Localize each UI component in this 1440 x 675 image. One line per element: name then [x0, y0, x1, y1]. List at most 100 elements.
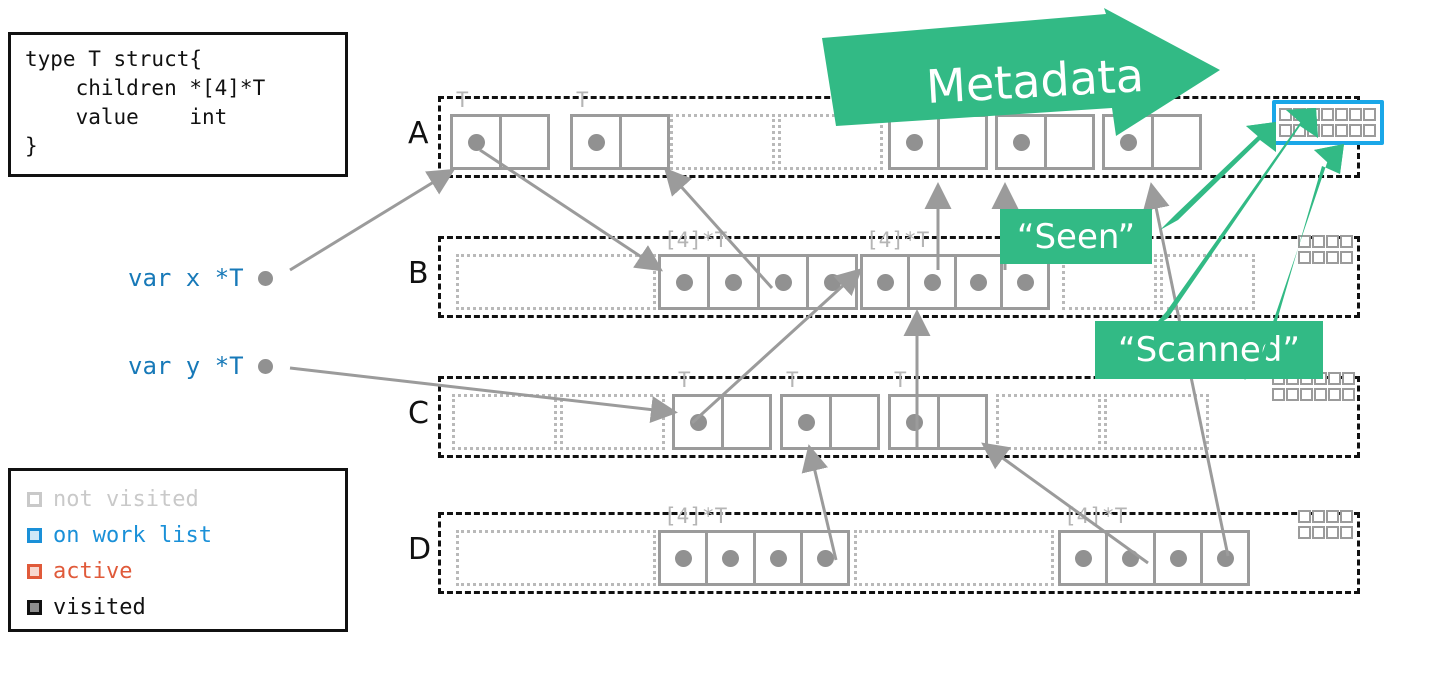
- metadata-grid-cell: [1298, 235, 1311, 248]
- legend-label: visited: [53, 594, 146, 620]
- pointer-dot: [1169, 550, 1187, 567]
- heap-cell: [563, 397, 662, 447]
- metadata-grid-cell: [1300, 388, 1313, 401]
- metadata-grid-row: [1279, 124, 1377, 137]
- heap-cell: [459, 257, 653, 307]
- heap-cell: [857, 533, 1051, 583]
- heap-cell: [760, 257, 809, 307]
- heap-cell: [1203, 533, 1247, 583]
- scanned-callout-label: “Scanned”: [1118, 330, 1300, 370]
- heap-object-type-label: T: [678, 368, 691, 392]
- metadata-grid-icon: [1298, 235, 1354, 264]
- heap-cell: [502, 117, 548, 167]
- struct-definition-code: type T struct{ children *[4]*T value int…: [25, 47, 266, 158]
- metadata-grid-cell: [1307, 108, 1320, 121]
- pointer-dot: [923, 274, 941, 291]
- pointer-dot: [1075, 550, 1093, 567]
- heap-cell: [891, 117, 940, 167]
- metadata-grid-cell: [1312, 235, 1325, 248]
- pointer-dot: [1216, 550, 1234, 567]
- row-label-b: B: [408, 256, 429, 291]
- metadata-callout-arrow: Metadata: [816, 8, 1226, 138]
- heap-cell: [832, 397, 878, 447]
- metadata-grid-cell: [1326, 235, 1339, 248]
- variable-x: var x *T: [128, 264, 273, 292]
- heap-cell: [1107, 397, 1206, 447]
- metadata-grid-cell: [1293, 124, 1306, 137]
- metadata-grid-cell: [1335, 124, 1348, 137]
- heap-cell: [1156, 533, 1203, 583]
- heap-cell: [455, 397, 554, 447]
- heap-cell: [957, 257, 1004, 307]
- seen-callout-label: “Seen”: [1016, 216, 1136, 257]
- metadata-grid-cell: [1272, 388, 1285, 401]
- metadata-grid-cell: [1340, 526, 1353, 539]
- pointer-dot: [676, 274, 694, 291]
- metadata-grid-cell: [1335, 108, 1348, 121]
- metadata-grid-cell: [1279, 124, 1292, 137]
- heap-cell: [891, 397, 940, 447]
- metadata-grid-row: [1298, 235, 1354, 248]
- legend-swatch-icon: [27, 491, 42, 507]
- heap-cell: [1065, 257, 1154, 307]
- metadata-grid-cell: [1340, 235, 1353, 248]
- heap-object: [1058, 530, 1250, 586]
- heap-cell: [999, 397, 1098, 447]
- metadata-grid-cell: [1293, 108, 1306, 121]
- pointer-dot: [774, 274, 792, 291]
- heap-object-empty: [1104, 394, 1209, 450]
- row-label-c: C: [408, 396, 429, 431]
- heap-band-b: [438, 236, 1360, 318]
- legend-label: on work list: [53, 522, 212, 548]
- metadata-grid-cell: [1312, 510, 1325, 523]
- pointer-dot: [725, 274, 743, 291]
- pointer-dot: [816, 550, 834, 567]
- row-label-d: D: [408, 532, 432, 567]
- heap-object-empty: [560, 394, 665, 450]
- pointer-dot: [876, 274, 894, 291]
- heap-cell: [724, 397, 770, 447]
- heap-cell: [710, 257, 760, 307]
- metadata-grid-cell: [1321, 124, 1334, 137]
- heap-cell: [910, 257, 957, 307]
- heap-cell: [998, 117, 1047, 167]
- metadata-grid-row: [1279, 108, 1377, 121]
- heap-object-type-label: T: [786, 368, 799, 392]
- metadata-grid-cell: [1363, 108, 1376, 121]
- metadata-grid-row: [1272, 388, 1356, 401]
- legend-label: active: [53, 558, 133, 584]
- heap-object-type-label: T: [576, 88, 589, 112]
- heap-object-type-label: [4]*T: [1064, 504, 1128, 528]
- pointer-dot: [1122, 550, 1140, 567]
- metadata-grid-cell: [1279, 108, 1292, 121]
- heap-band-c: [438, 376, 1360, 458]
- heap-object: [780, 394, 880, 450]
- heap-cell: [1163, 257, 1252, 307]
- legend-item-visited: visited: [27, 589, 329, 625]
- heap-cell: [940, 397, 986, 447]
- heap-object: [995, 114, 1095, 170]
- variable-y: var y *T: [128, 352, 273, 380]
- pointer-dot: [905, 134, 923, 151]
- row-label-a: A: [408, 116, 429, 151]
- pointer-dot: [1119, 134, 1137, 151]
- metadata-grid-icon-active: [1272, 100, 1384, 145]
- metadata-grid-cell: [1363, 124, 1376, 137]
- metadata-grid-row: [1298, 526, 1354, 539]
- heap-cell: [573, 117, 622, 167]
- heap-cell: [863, 257, 910, 307]
- heap-object-empty: [452, 394, 557, 450]
- heap-object: [888, 394, 988, 450]
- heap-object: [450, 114, 550, 170]
- heap-cell: [673, 117, 772, 167]
- heap-object-type-label: T: [894, 368, 907, 392]
- metadata-grid-cell: [1328, 372, 1341, 385]
- heap-object: [658, 254, 858, 310]
- pointer-dot: [769, 550, 787, 567]
- heap-object-empty: [1160, 254, 1255, 310]
- heap-cell: [1003, 257, 1047, 307]
- heap-cell: [708, 533, 756, 583]
- pointer-dot: [823, 274, 841, 291]
- heap-object-type-label: [4]*T: [664, 504, 728, 528]
- metadata-grid-cell: [1342, 388, 1355, 401]
